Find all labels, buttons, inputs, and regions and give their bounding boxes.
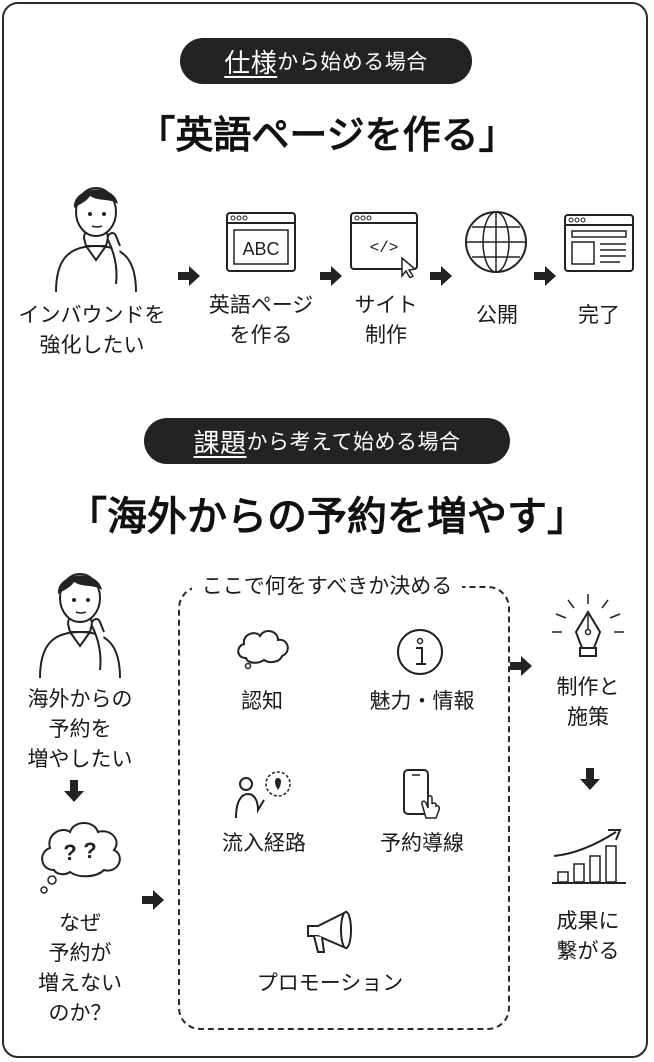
decision-box-title: ここで何をすべきか決める (0, 570, 654, 600)
section1-pill-rest: から始める場合 (277, 50, 428, 74)
right-arrow-icon (534, 266, 556, 286)
decision-box (178, 586, 510, 1030)
svg-text:?: ? (63, 840, 76, 865)
question-label: なぜ予約が増えないのか？ (38, 911, 122, 1025)
thinking-person-icon (39, 573, 121, 678)
abc-browser-icon: ABC (226, 212, 296, 272)
box-item-label: 魅力・情報 (369, 689, 475, 713)
question-cloud-icon: ? ? (40, 822, 121, 894)
section2-heading: 「海外からの予約を増やす」 (67, 494, 587, 540)
thinking-person-icon (55, 187, 137, 292)
step-label: 英語ページを作る (208, 293, 314, 347)
webpage-layout-icon (564, 214, 634, 272)
growth-chart-icon (552, 829, 626, 884)
box-item-label: 予約導線 (380, 831, 464, 855)
info-icon (397, 629, 443, 675)
section1-pill: 仕様から始める場合 (180, 38, 472, 84)
pen-nib-icon (552, 594, 624, 657)
megaphone-icon (307, 910, 352, 953)
globe-icon (465, 211, 527, 273)
cloud-icon (237, 630, 289, 670)
section2-person-label: 海外からの予約を増やしたい (27, 687, 133, 771)
svg-text:?: ? (83, 838, 96, 863)
section2-pill: 課題から考えて始める場合 (144, 418, 510, 464)
box-item-label: 流入経路 (222, 831, 306, 855)
section2-pill-rest: から考えて始める場合 (246, 430, 461, 454)
right-arrow-icon (320, 266, 342, 286)
right-arrow-icon (510, 656, 532, 676)
down-arrow-icon (64, 780, 84, 802)
box-item-label: 認知 (241, 689, 283, 713)
map-person-icon (235, 771, 291, 819)
step-label: 公開 (476, 303, 518, 327)
svg-text:ABC: ABC (242, 239, 279, 259)
section1-pill-accent: 仕様 (224, 48, 278, 79)
result-label: 制作と施策 (556, 675, 620, 729)
box-item-label: プロモーション (256, 971, 404, 995)
right-arrow-icon (430, 266, 452, 286)
svg-text:</>: </> (370, 239, 399, 257)
right-arrow-icon (142, 890, 164, 910)
section1-person-label: インバウンドを強化したい (18, 303, 166, 357)
code-browser-icon: </> (350, 212, 418, 278)
right-arrow-icon (178, 266, 200, 286)
result-label: 成果に繋がる (556, 909, 620, 963)
smartphone-tap-icon (403, 769, 440, 819)
section2-pill-accent: 課題 (193, 428, 247, 459)
step-label: サイト制作 (354, 293, 418, 347)
down-arrow-icon (580, 768, 600, 790)
section1-heading: 「英語ページを作る」 (137, 113, 517, 157)
step-label: 完了 (578, 303, 620, 327)
